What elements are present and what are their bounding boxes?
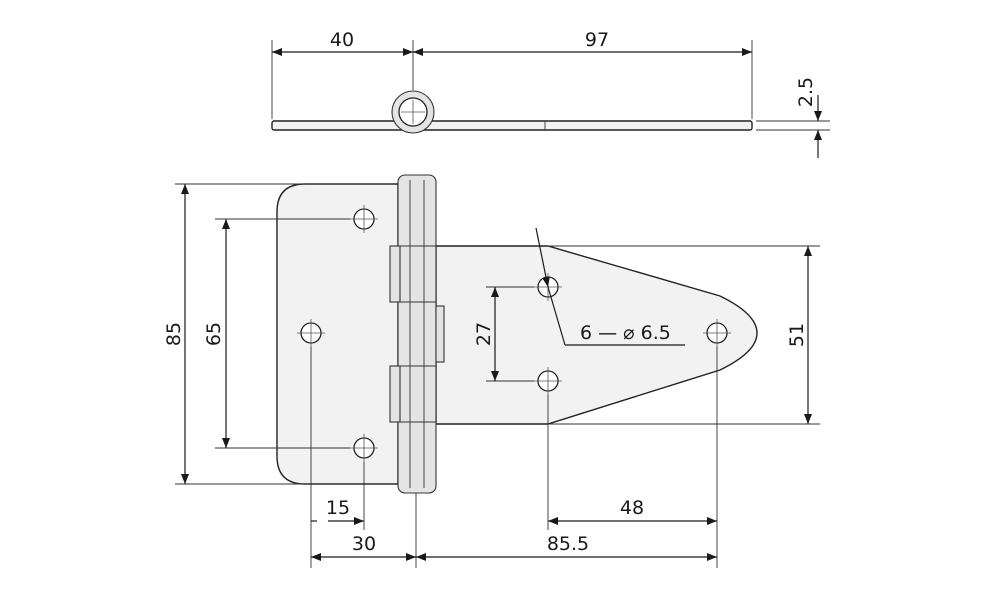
hole-left-top	[350, 205, 378, 233]
right-strap	[435, 245, 758, 425]
dim-label-85: 85	[163, 322, 185, 346]
front-view: 85 65 27 51 6 — ⌀ 6.5 15 30 85.5 48	[163, 174, 820, 568]
mounting-holes	[297, 205, 731, 462]
left-leaf	[276, 183, 399, 485]
dim-label-97: 97	[585, 29, 609, 51]
dim-label-thickness: 2.5	[795, 77, 817, 107]
dim-label-51: 51	[786, 323, 808, 347]
hole-callout-leader	[535, 227, 550, 288]
knuckle-barrel	[397, 174, 437, 494]
top-view-plate	[271, 120, 753, 131]
dim-label-65: 65	[203, 322, 225, 346]
hole-left-middle	[297, 319, 325, 347]
dim-label-27: 27	[473, 322, 495, 346]
hole-right-bottom	[534, 367, 562, 395]
dim-label-85-5: 85.5	[547, 533, 589, 555]
dim-label-30: 30	[352, 533, 376, 555]
hole-left-bottom	[350, 434, 378, 462]
dim-label-48: 48	[620, 497, 644, 519]
hole-callout-label: 6 — ⌀ 6.5	[580, 322, 671, 344]
dim-label-15: 15	[326, 497, 350, 519]
top-view: 40 97 2.5	[271, 29, 830, 158]
dim-label-40: 40	[330, 29, 354, 51]
hole-tip	[703, 319, 731, 347]
